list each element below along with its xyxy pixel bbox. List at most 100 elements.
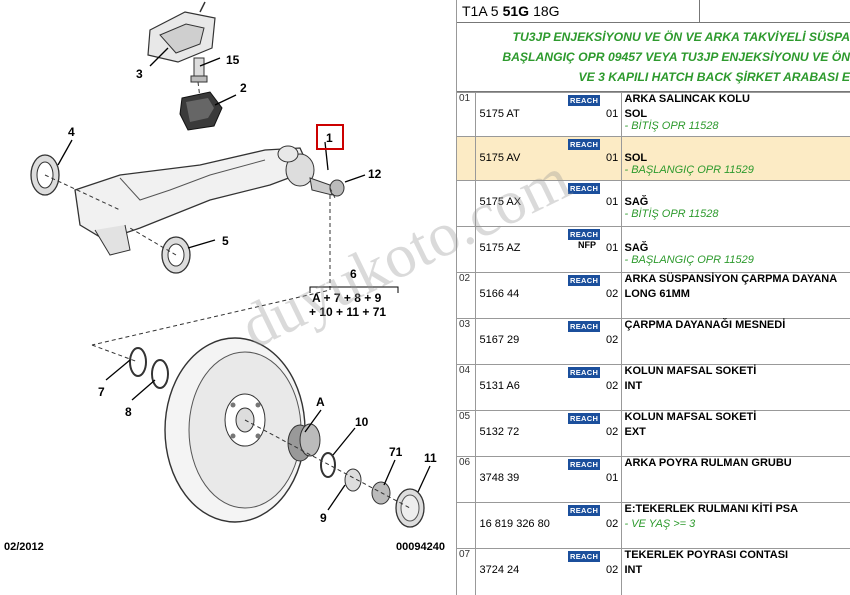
part-ref-text[interactable]: 5175 AT (479, 108, 520, 120)
callout-1-box[interactable] (316, 124, 344, 150)
callout-7: 7 (98, 385, 105, 399)
heading-line-3: VE 3 KAPILI HATCH BACK ŞİRKET ARABASI E (578, 70, 850, 84)
callout-8: 8 (125, 405, 132, 419)
group-index (457, 226, 476, 273)
model-code-a: T1A 5 (462, 3, 499, 19)
part-ref-text[interactable]: 5132 72 (479, 426, 520, 438)
part-reference[interactable]: 5132 72 (475, 411, 568, 457)
reach-cell: REACH (568, 181, 606, 227)
part-ref-text[interactable]: 5175 AX (479, 196, 522, 208)
part-ref-text[interactable]: 5175 AV (479, 152, 521, 164)
part-subtitle: LONG 61MM (624, 288, 690, 300)
bump-stop-part[interactable] (179, 91, 223, 131)
description-cell: SAĞ- BİTİŞ OPR 11528 (621, 181, 850, 227)
reach-cell: REACH (568, 273, 606, 319)
guide-lines (44, 81, 411, 509)
hub-cap-part[interactable] (395, 488, 425, 528)
reach-badge[interactable]: REACH (568, 229, 601, 240)
reach-badge[interactable]: REACH (568, 321, 601, 332)
part-ref-text[interactable]: 5131 A6 (479, 380, 520, 392)
reach-cell: REACH (568, 319, 606, 365)
part-ref-text[interactable]: 5175 AZ (479, 242, 521, 254)
quantity: 01 (606, 242, 619, 254)
wheel-bearing-part[interactable] (287, 423, 321, 462)
reach-badge[interactable]: REACH (568, 139, 601, 150)
bearing-rings-part[interactable] (320, 452, 391, 505)
part-ref-text[interactable]: 5166 44 (479, 288, 520, 300)
part-reference[interactable]: 5175 AZ (475, 227, 568, 273)
description-cell: SOL- BAŞLANGIÇ OPR 11529 (621, 137, 850, 181)
callout-6: 6 (350, 267, 357, 281)
group-index: 06 (457, 456, 476, 503)
part-ref-text[interactable]: 3724 24 (479, 564, 520, 576)
reach-badge[interactable]: REACH (568, 95, 601, 106)
callout-12: 12 (368, 167, 382, 181)
quantity-cell: 01 (606, 92, 622, 137)
part-reference[interactable]: 5175 AX (475, 181, 568, 227)
part-title (625, 137, 850, 152)
reach-badge[interactable]: REACH (568, 367, 601, 378)
part-ref-text[interactable]: 16 819 326 80 (479, 518, 550, 530)
quantity-cell: 01 (606, 136, 622, 181)
quantity: 02 (606, 380, 619, 392)
reach-badge[interactable]: REACH (568, 413, 601, 424)
brake-drum-part[interactable] (164, 337, 306, 523)
part-reference[interactable]: 5167 29 (475, 319, 568, 365)
heading-line-1: TU3JP ENJEKSİYONU VE ÖN VE ARKA TAKVİYEL… (512, 30, 850, 44)
part-reference[interactable]: 5166 44 (475, 273, 568, 319)
part-reference[interactable]: 5175 AT (475, 93, 568, 137)
group-index (457, 502, 476, 549)
group-index (457, 136, 476, 181)
part-reference[interactable]: 5131 A6 (475, 365, 568, 411)
model-code-b: 51G (502, 3, 530, 19)
reach-badge[interactable]: REACH (568, 551, 601, 562)
part-title: ARKA SÜSPANSİYON ÇARPMA DAYANA (624, 273, 838, 285)
quantity: 02 (606, 426, 619, 438)
part-reference[interactable]: 16 819 326 80 (475, 503, 568, 549)
reach-badge[interactable]: REACH (568, 459, 601, 470)
part-ref-text[interactable]: 3748 39 (479, 472, 520, 484)
part-reference[interactable]: 3724 24 (475, 549, 568, 595)
part-subtitle: SAĞ (624, 242, 649, 254)
bump-stop-mount-part[interactable] (147, 1, 216, 63)
part-title (625, 181, 850, 196)
reach-cell: REACH (568, 411, 606, 457)
reach-badge[interactable]: REACH (568, 183, 601, 194)
group-index: 01 (457, 92, 476, 137)
reach-badge[interactable]: REACH (568, 505, 601, 516)
part-subtitle: INT (624, 380, 643, 392)
bolt-part[interactable] (190, 57, 208, 83)
part-ref-text[interactable]: 5167 29 (479, 334, 520, 346)
quantity: 01 (606, 196, 619, 208)
quantity-cell: 01 (606, 226, 622, 273)
circlip-part[interactable] (129, 347, 169, 389)
part-title: TEKERLEK POYRASI CONTASI (624, 549, 789, 561)
reach-badge[interactable]: REACH (568, 275, 601, 286)
part-subtitle: SOL (624, 152, 648, 164)
callout-A: A (316, 395, 325, 409)
formula-line-2: + 10 + 11 + 71 (309, 305, 386, 319)
part-note: - VE YAŞ >= 3 (624, 518, 696, 530)
part-reference[interactable]: 3748 39 (475, 457, 568, 503)
formula-bracket (309, 286, 399, 293)
part-reference[interactable]: 5175 AV (475, 137, 568, 181)
description-cell: SAĞ- BAŞLANGIÇ OPR 11529 (621, 227, 850, 273)
group-index: 07 (457, 548, 476, 595)
reach-cell: REACH (568, 503, 606, 549)
rear-arm-part[interactable] (74, 145, 345, 256)
group-index: 03 (457, 318, 476, 365)
